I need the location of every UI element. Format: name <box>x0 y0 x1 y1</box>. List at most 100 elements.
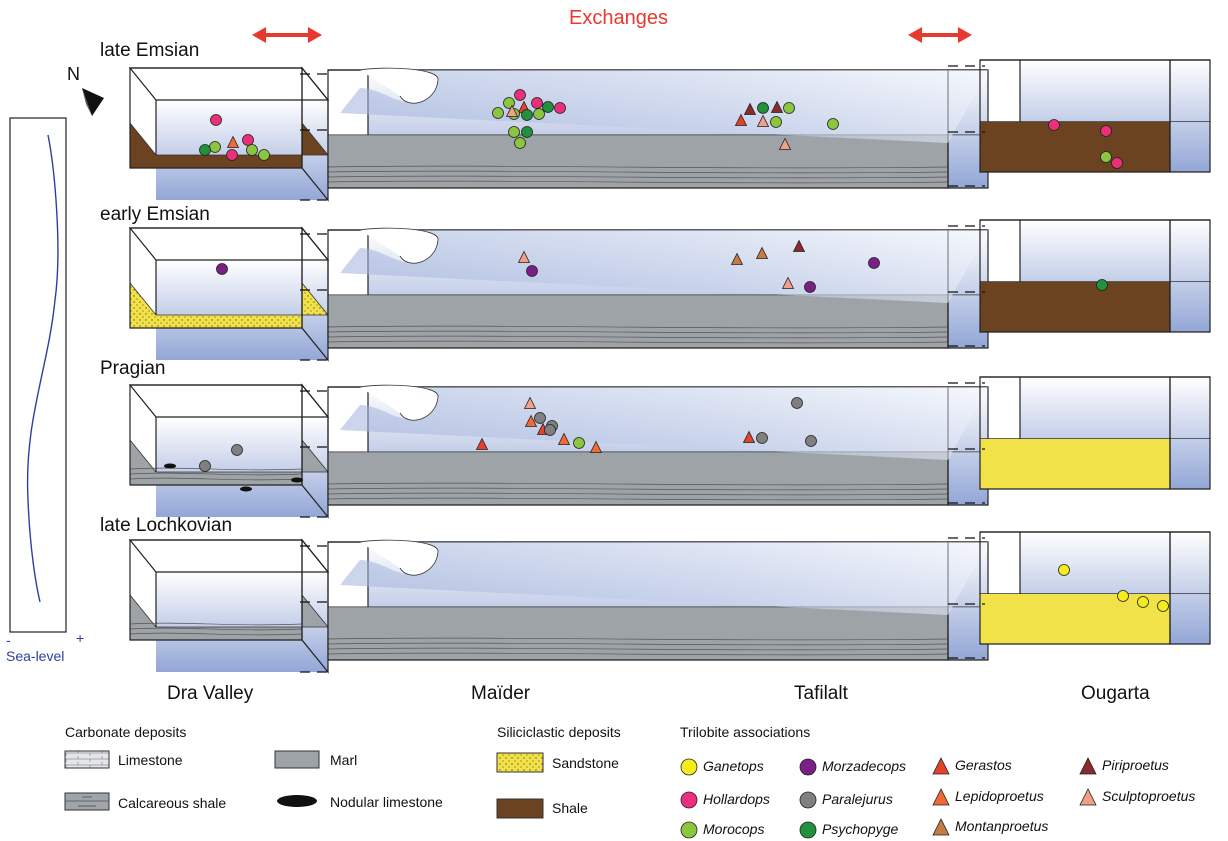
fossil-marker-hollardops-12 <box>554 102 566 114</box>
legend-marker-piriproetus <box>1079 757 1097 775</box>
block-dra-3 <box>128 538 330 674</box>
fossil-marker-lepidoproetus-53 <box>557 432 571 445</box>
block-ougarta-2 <box>979 376 1211 490</box>
fossil-marker-ganetops-62 <box>1117 590 1129 602</box>
sea-level-minus: - <box>6 632 11 648</box>
legend-carbonate-title: Carbonate deposits <box>65 724 187 740</box>
block-ougarta-0 <box>979 59 1211 173</box>
north-label: N <box>67 64 80 84</box>
legend-calcareous-shale: Calcareous shale <box>118 795 227 811</box>
legend-marker-paralejurus <box>799 791 817 809</box>
region-tafilalt: Tafilalt <box>794 683 848 704</box>
fossil-marker-morocops-14 <box>492 107 504 119</box>
legend-taxon-psychopyge: Psychopyge <box>822 821 899 837</box>
fossil-marker-morocops-54 <box>573 437 585 449</box>
legend-taxon-paralejurus: Paralejurus <box>822 791 893 807</box>
fossil-marker-lepidoproetus-1 <box>226 135 240 148</box>
fossil-marker-psychopyge-11 <box>542 101 554 113</box>
legend-marker-morocops <box>680 821 698 839</box>
legend-taxon-sculptoproetus: Sculptoproetus <box>1102 788 1196 804</box>
fossil-marker-piriproetus-22 <box>743 102 757 115</box>
fossil-marker-psychopyge-44 <box>1096 279 1108 291</box>
fossil-marker-hollardops-34 <box>1111 157 1123 169</box>
legend-marker-hollardops <box>680 791 698 809</box>
fossil-marker-sculptoproetus-16 <box>505 104 519 117</box>
fossil-marker-paralejurus-46 <box>199 460 211 472</box>
block-maider-3-sediment <box>327 606 988 661</box>
fossil-marker-ganetops-61 <box>1058 564 1070 576</box>
region-ougarta: Ougarta <box>1081 683 1150 704</box>
legend-marker-montanproetus <box>932 818 950 836</box>
fossil-marker-lepidoproetus-55 <box>589 440 603 453</box>
legend-taxon-lepidoproetus: Lepidoproetus <box>955 788 1044 804</box>
fossil-marker-hollardops-32 <box>1100 125 1112 137</box>
fossil-marker-paralejurus-45 <box>231 444 243 456</box>
fossil-marker-morocops-25 <box>783 102 795 114</box>
fossil-marker-lepidoproetus-50 <box>524 414 538 427</box>
fossil-marker-gerastos-56 <box>475 437 489 450</box>
fossil-marker-hollardops-5 <box>242 134 254 146</box>
legend-taxon-piriproetus: Piriproetus <box>1102 757 1169 773</box>
legend-siliciclastic-title: Siliciclastic deposits <box>497 724 621 740</box>
legend-marker-psychopyge <box>799 821 817 839</box>
sea-level-label: Sea-level <box>6 648 65 664</box>
legend-marl: Marl <box>330 752 358 768</box>
sea-level-panel <box>9 117 67 633</box>
fossil-marker-hollardops-8 <box>514 89 526 101</box>
fossil-marker-paralejurus-57 <box>791 397 803 409</box>
legend-trilobite-title: Trilobite associations <box>680 724 811 740</box>
sea-level-curve <box>26 134 59 603</box>
fossil-marker-montanproetus-39 <box>755 246 769 259</box>
block-maider-1-sediment <box>327 294 988 349</box>
block-dra-2 <box>128 383 330 519</box>
region-dra-valley: Dra Valley <box>167 683 254 704</box>
block-maider-3 <box>327 539 989 661</box>
fossil-marker-piriproetus-38 <box>792 239 806 252</box>
fossil-marker-hollardops-4 <box>226 149 238 161</box>
legend-sandstone: Sandstone <box>552 755 619 771</box>
fossil-marker-morocops-7 <box>258 149 270 161</box>
fossil-marker-sculptoproetus-36 <box>517 250 531 263</box>
fossil-marker-morocops-2 <box>209 141 221 153</box>
fossil-marker-psychopyge-17 <box>521 109 533 121</box>
stage-pragian: Pragian <box>100 358 166 379</box>
fossil-marker-morzadecops-43 <box>804 281 816 293</box>
block-dra-0 <box>128 66 330 202</box>
fossil-marker-morocops-21 <box>514 137 526 149</box>
block-maider-0 <box>327 67 989 189</box>
fossil-marker-montanproetus-40 <box>730 252 744 265</box>
legend-taxon-gerastos: Gerastos <box>955 757 1012 773</box>
fossil-marker-sculptoproetus-30 <box>778 137 792 150</box>
fossil-marker-paralejurus-59 <box>756 432 768 444</box>
stage-late-emsian: late Emsian <box>100 40 200 61</box>
stage-early-emsian: early Emsian <box>100 204 210 225</box>
fossil-marker-ganetops-63 <box>1137 596 1149 608</box>
stage-late-lochkovian: late Lochkovian <box>100 515 233 536</box>
nodule-2 <box>291 477 303 483</box>
fossil-marker-morocops-29 <box>827 118 839 130</box>
fossil-marker-morocops-6 <box>246 144 258 156</box>
legend-nodular-limestone: Nodular limestone <box>330 794 443 810</box>
legend-limestone: Limestone <box>118 752 183 768</box>
fossil-marker-ganetops-64 <box>1157 600 1169 612</box>
legend-taxon-montanproetus: Montanproetus <box>955 818 1049 834</box>
fossil-marker-gerastos-58 <box>742 430 756 443</box>
fossil-marker-hollardops-10 <box>531 97 543 109</box>
region-maider: Maïder <box>471 683 531 704</box>
fossil-marker-sculptoproetus-27 <box>756 114 770 127</box>
block-maider-2-sediment <box>327 451 988 506</box>
nodule-0 <box>164 463 176 469</box>
fossil-marker-morocops-33 <box>1100 151 1112 163</box>
fossil-marker-morzadecops-41 <box>868 257 880 269</box>
legend-taxon-morzadecops: Morzadecops <box>822 758 907 774</box>
legend-taxon-morocops: Morocops <box>703 821 765 837</box>
legend-marker-lepidoproetus <box>932 788 950 806</box>
legend-marker-morzadecops <box>799 758 817 776</box>
legend-marker-gerastos <box>932 757 950 775</box>
fossil-marker-paralejurus-52 <box>544 424 556 436</box>
fossil-marker-gerastos-26 <box>734 113 748 126</box>
legend-marker-ganetops <box>680 758 698 776</box>
fossil-marker-psychopyge-3 <box>199 144 211 156</box>
fossil-marker-paralejurus-48 <box>534 412 546 424</box>
